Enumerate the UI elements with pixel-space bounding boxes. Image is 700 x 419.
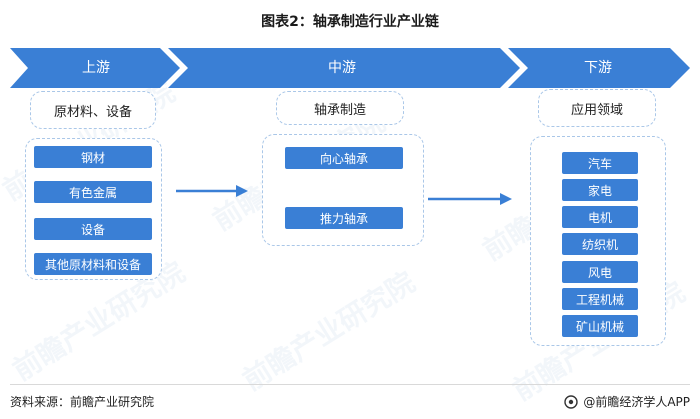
stage-midstream-label: 中游: [328, 60, 356, 76]
midstream-item: 向心轴承: [285, 147, 403, 169]
watermark: 前瞻产业研究院: [236, 265, 421, 398]
brand-text: @前瞻经济学人APP: [583, 395, 690, 409]
stage-downstream-label: 下游: [584, 60, 612, 76]
upstream-item: 设备: [34, 218, 152, 240]
flow-arrow-icon: [176, 185, 248, 197]
downstream-heading: 应用领域: [570, 102, 623, 118]
footer-divider: [10, 384, 690, 385]
chevron-banner-shape: [10, 48, 690, 88]
brand-logo-icon: [564, 394, 579, 409]
brand-credit: @前瞻经济学人APP: [564, 393, 690, 410]
downstream-item: 工程机械: [562, 288, 638, 310]
chevron-midstream: [168, 48, 520, 88]
upstream-item: 有色金属: [34, 181, 152, 203]
midstream-item: 推力轴承: [285, 207, 403, 229]
source-note: 资料来源：前瞻产业研究院: [10, 395, 155, 409]
upstream-heading-box: 原材料、设备: [30, 91, 156, 129]
flow-arrow-icon: [428, 193, 512, 205]
chevron-downstream: [508, 48, 690, 88]
midstream-heading: 轴承制造: [313, 102, 366, 118]
midstream-heading-box: 轴承制造: [276, 91, 404, 125]
diagram-title: 图表2：轴承制造行业产业链: [261, 14, 439, 30]
upstream-item: 其他原材料和设备: [34, 253, 152, 275]
downstream-item: 家电: [562, 179, 638, 201]
downstream-item: 风电: [562, 261, 638, 283]
stage-upstream-label: 上游: [82, 60, 110, 76]
upstream-heading: 原材料、设备: [53, 104, 132, 120]
downstream-item: 汽车: [562, 152, 638, 174]
chevron-upstream: [10, 48, 180, 88]
downstream-heading-box: 应用领域: [538, 89, 656, 127]
downstream-item: 电机: [562, 206, 638, 228]
downstream-item: 纺织机: [562, 233, 638, 255]
downstream-item: 矿山机械: [562, 315, 638, 337]
upstream-item: 钢材: [34, 146, 152, 168]
stage-banner: 上游 中游 下游: [0, 48, 700, 88]
